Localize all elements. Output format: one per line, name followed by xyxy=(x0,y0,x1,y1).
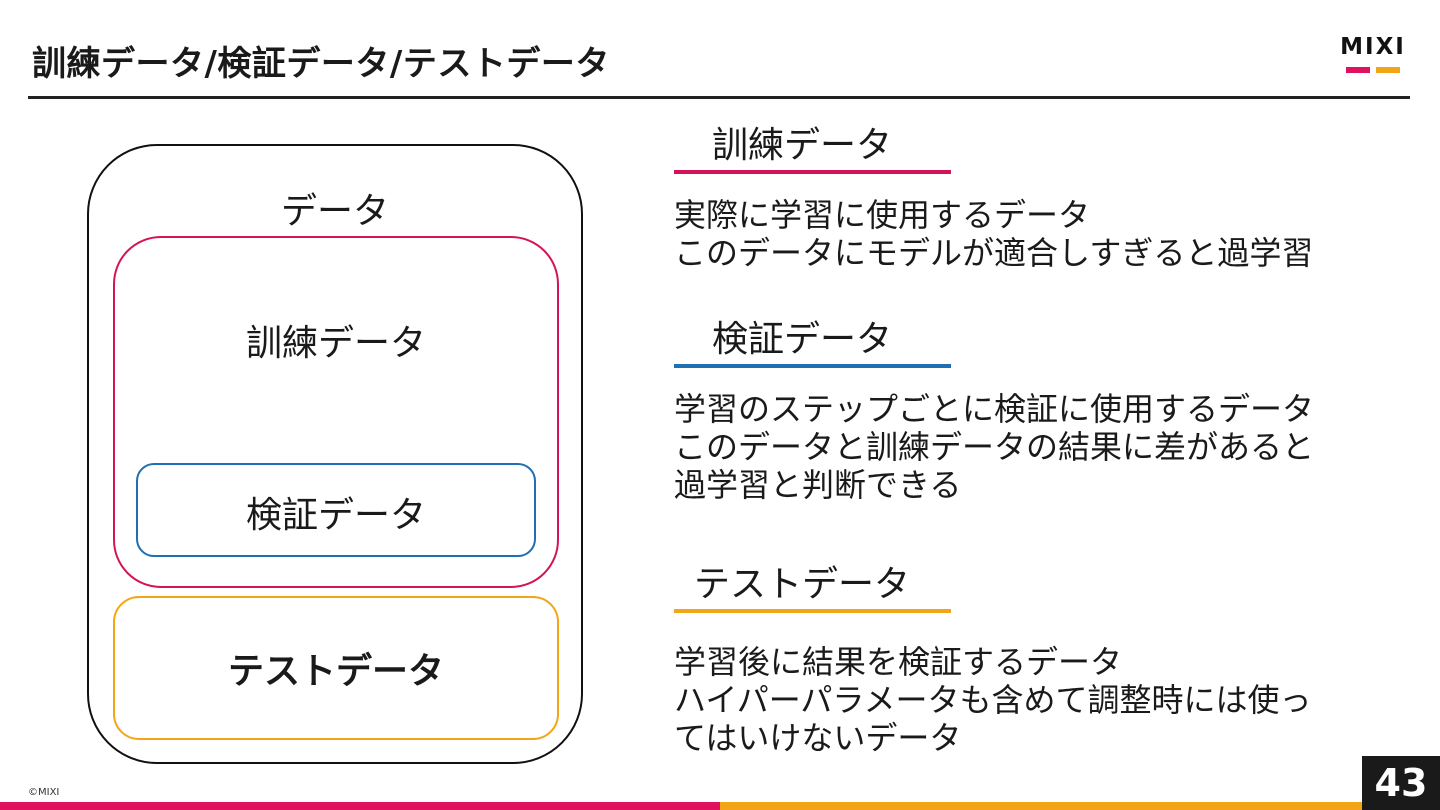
slide-title: 訓練データ/検証データ/テストデータ xyxy=(32,44,610,84)
validation-desc-line-1: 学習のステップごとに検証に使用するデータ xyxy=(674,390,1315,428)
test-description: 学習後に結果を検証するデータ ハイパーパラメータも含めて調整時には使っ てはいけ… xyxy=(674,643,1311,757)
test-desc-line-2: ハイパーパラメータも含めて調整時には使っ xyxy=(674,681,1312,719)
training-underline xyxy=(674,170,951,174)
validation-data-box xyxy=(136,463,536,557)
training-data-box xyxy=(113,236,559,588)
test-data-box xyxy=(113,596,559,740)
copyright-text: ©MIXI xyxy=(28,787,60,798)
test-underline xyxy=(674,609,951,613)
diagram-validation-label: 検証データ xyxy=(245,495,426,536)
data-outer-box xyxy=(87,144,583,764)
logo-text: MIXI xyxy=(1340,34,1406,60)
validation-description: 学習のステップごとに検証に使用するデータ このデータと訓練データの結果に差がある… xyxy=(674,390,1314,504)
diagram-training-label: 訓練データ xyxy=(245,323,426,364)
test-desc-line-3: てはいけないデータ xyxy=(674,719,962,757)
validation-heading: 検証データ xyxy=(712,319,893,360)
title-divider xyxy=(28,96,1410,99)
training-heading: 訓練データ xyxy=(712,125,893,166)
diagram-data-label: データ xyxy=(280,191,389,232)
page-number: 43 xyxy=(1362,756,1440,810)
mixi-logo: MIXI xyxy=(1334,34,1412,74)
test-heading: テストデータ xyxy=(694,564,911,605)
training-desc-line-2: このデータにモデルが適合しすぎると過学習 xyxy=(674,234,1314,272)
validation-desc-line-2: このデータと訓練データの結果に差があると xyxy=(674,428,1315,466)
validation-desc-line-3: 過学習と判断できる xyxy=(674,466,962,504)
footer-bar-orange xyxy=(720,802,1440,810)
diagram-test-label: テストデータ xyxy=(227,651,444,692)
validation-underline xyxy=(674,364,951,368)
training-desc-line-1: 実際に学習に使用するデータ xyxy=(674,196,1091,234)
logo-bar-pink xyxy=(1346,67,1370,73)
test-desc-line-1: 学習後に結果を検証するデータ xyxy=(674,643,1123,681)
logo-bar-orange xyxy=(1376,67,1400,73)
training-description: 実際に学習に使用するデータ このデータにモデルが適合しすぎると過学習 xyxy=(674,196,1313,272)
footer-bar-pink xyxy=(0,802,720,810)
